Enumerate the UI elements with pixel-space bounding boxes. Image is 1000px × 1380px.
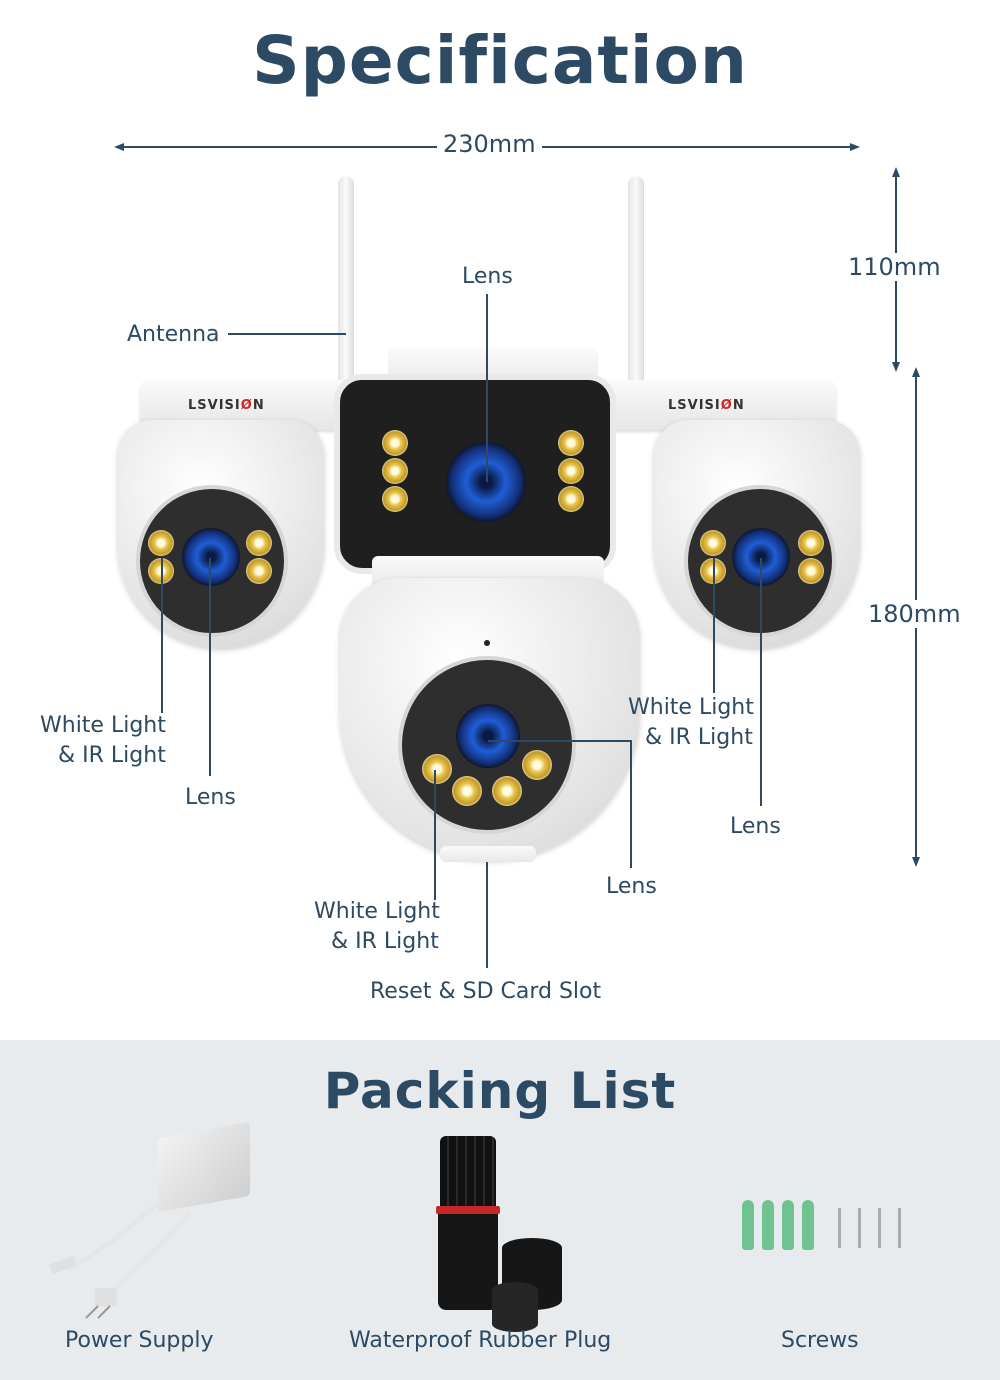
- led-icon: [246, 530, 272, 556]
- callout-top-lens: Lens: [462, 264, 513, 289]
- packing-item-power-supply: Power Supply: [65, 1328, 214, 1353]
- antenna-left: [338, 176, 354, 386]
- leader-line: [209, 558, 211, 776]
- width-value: 230mm: [437, 130, 542, 158]
- led-icon: [700, 530, 726, 556]
- leader-line: [488, 740, 632, 742]
- mic-hole: [484, 640, 490, 646]
- callout-right-lens: Lens: [730, 814, 781, 839]
- body-height-value: 180mm: [862, 600, 967, 628]
- led-icon: [558, 430, 584, 456]
- center-dome-lens: [456, 704, 520, 768]
- callout-right-light-2: & IR Light: [645, 725, 753, 750]
- spec-title: Specification: [252, 22, 748, 99]
- packing-title: Packing List: [323, 1062, 677, 1120]
- leader-line: [161, 558, 163, 713]
- antenna-right: [628, 176, 644, 386]
- arrow-down-icon: [892, 362, 900, 372]
- led-icon: [382, 458, 408, 484]
- led-icon: [558, 486, 584, 512]
- leader-line: [760, 558, 762, 806]
- leader-line: [486, 294, 488, 482]
- leader-line: [228, 333, 346, 335]
- arrow-right-icon: [850, 143, 860, 151]
- callout-right-light-1: White Light: [628, 695, 754, 720]
- led-icon: [492, 776, 522, 806]
- leader-line: [713, 558, 715, 693]
- callout-center-light-2: & IR Light: [331, 929, 439, 954]
- led-icon: [558, 458, 584, 484]
- callout-left-light-2: & IR Light: [58, 743, 166, 768]
- callout-center-lens: Lens: [606, 874, 657, 899]
- top-height-value: 110mm: [842, 253, 947, 281]
- led-icon: [798, 558, 824, 584]
- led-icon: [422, 754, 452, 784]
- led-icon: [522, 750, 552, 780]
- leader-line: [434, 770, 436, 900]
- callout-reset-sd: Reset & SD Card Slot: [370, 979, 602, 1004]
- brand-logo-left: LSVISIØN: [188, 398, 265, 413]
- led-icon: [148, 530, 174, 556]
- led-icon: [382, 486, 408, 512]
- left-lens: [182, 528, 240, 586]
- callout-center-light-1: White Light: [314, 899, 440, 924]
- leader-line: [630, 740, 632, 868]
- led-icon: [382, 430, 408, 456]
- brand-logo-right: LSVISIØN: [668, 398, 745, 413]
- led-icon: [452, 776, 482, 806]
- arrow-left-icon: [114, 143, 124, 151]
- callout-antenna: Antenna: [127, 322, 220, 347]
- packing-item-rubber-plug: Waterproof Rubber Plug: [349, 1328, 612, 1353]
- led-icon: [798, 530, 824, 556]
- callout-left-light-1: White Light: [40, 713, 166, 738]
- sd-slot-cover: [440, 846, 536, 862]
- arrow-down-icon: [912, 857, 920, 867]
- callout-left-lens: Lens: [185, 785, 236, 810]
- led-icon: [246, 558, 272, 584]
- packing-item-screws: Screws: [781, 1328, 859, 1353]
- packing-list-section: Packing List Power Supply Waterproof Rub…: [0, 1040, 1000, 1380]
- leader-line: [486, 862, 488, 968]
